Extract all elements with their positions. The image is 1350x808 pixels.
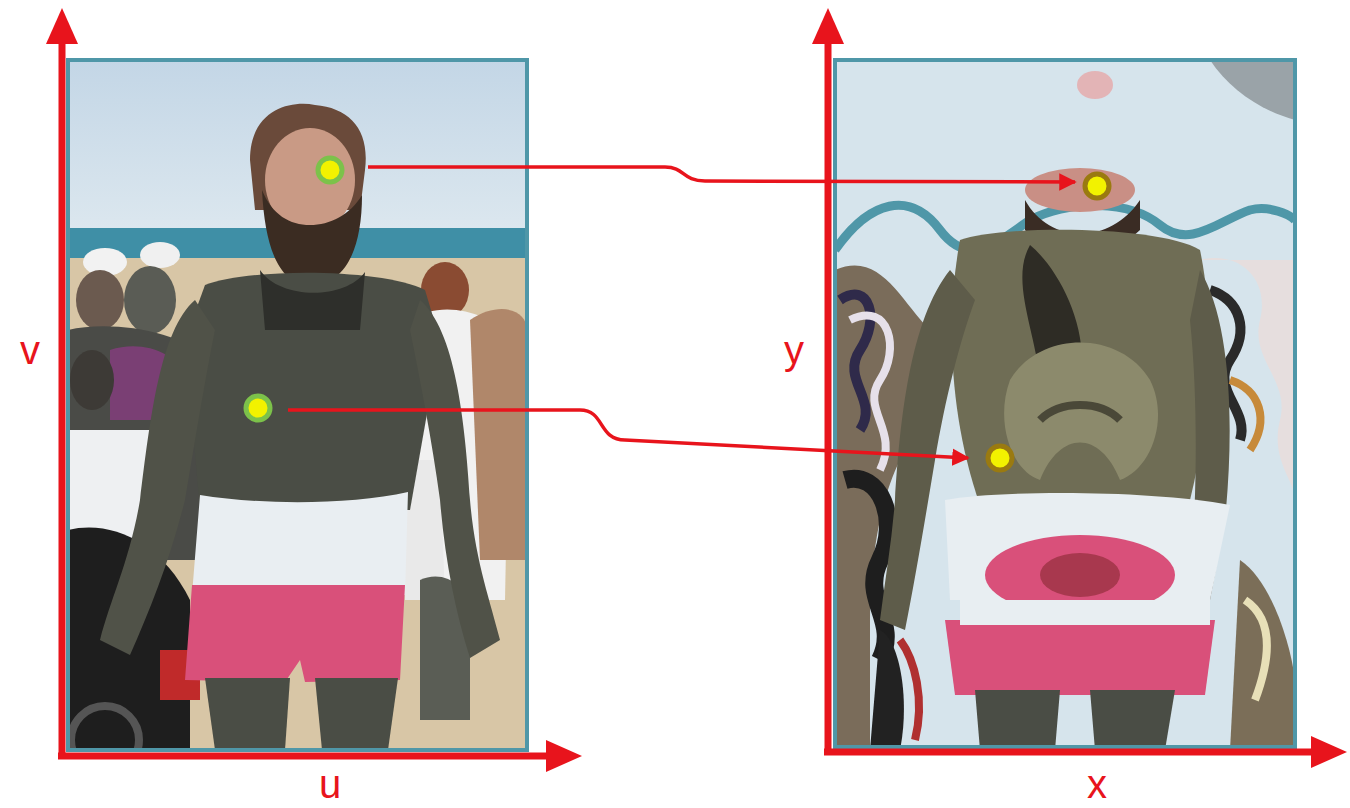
axis-label: v — [20, 330, 40, 370]
axes — [46, 8, 1347, 772]
axis-label: x — [1087, 764, 1107, 804]
mapping-arrows — [288, 167, 1075, 458]
sample-points — [246, 158, 1109, 470]
axis-label: u — [319, 764, 341, 804]
axis-label: y — [784, 330, 804, 370]
source-photo — [68, 60, 527, 750]
warped-photo — [835, 60, 1295, 747]
